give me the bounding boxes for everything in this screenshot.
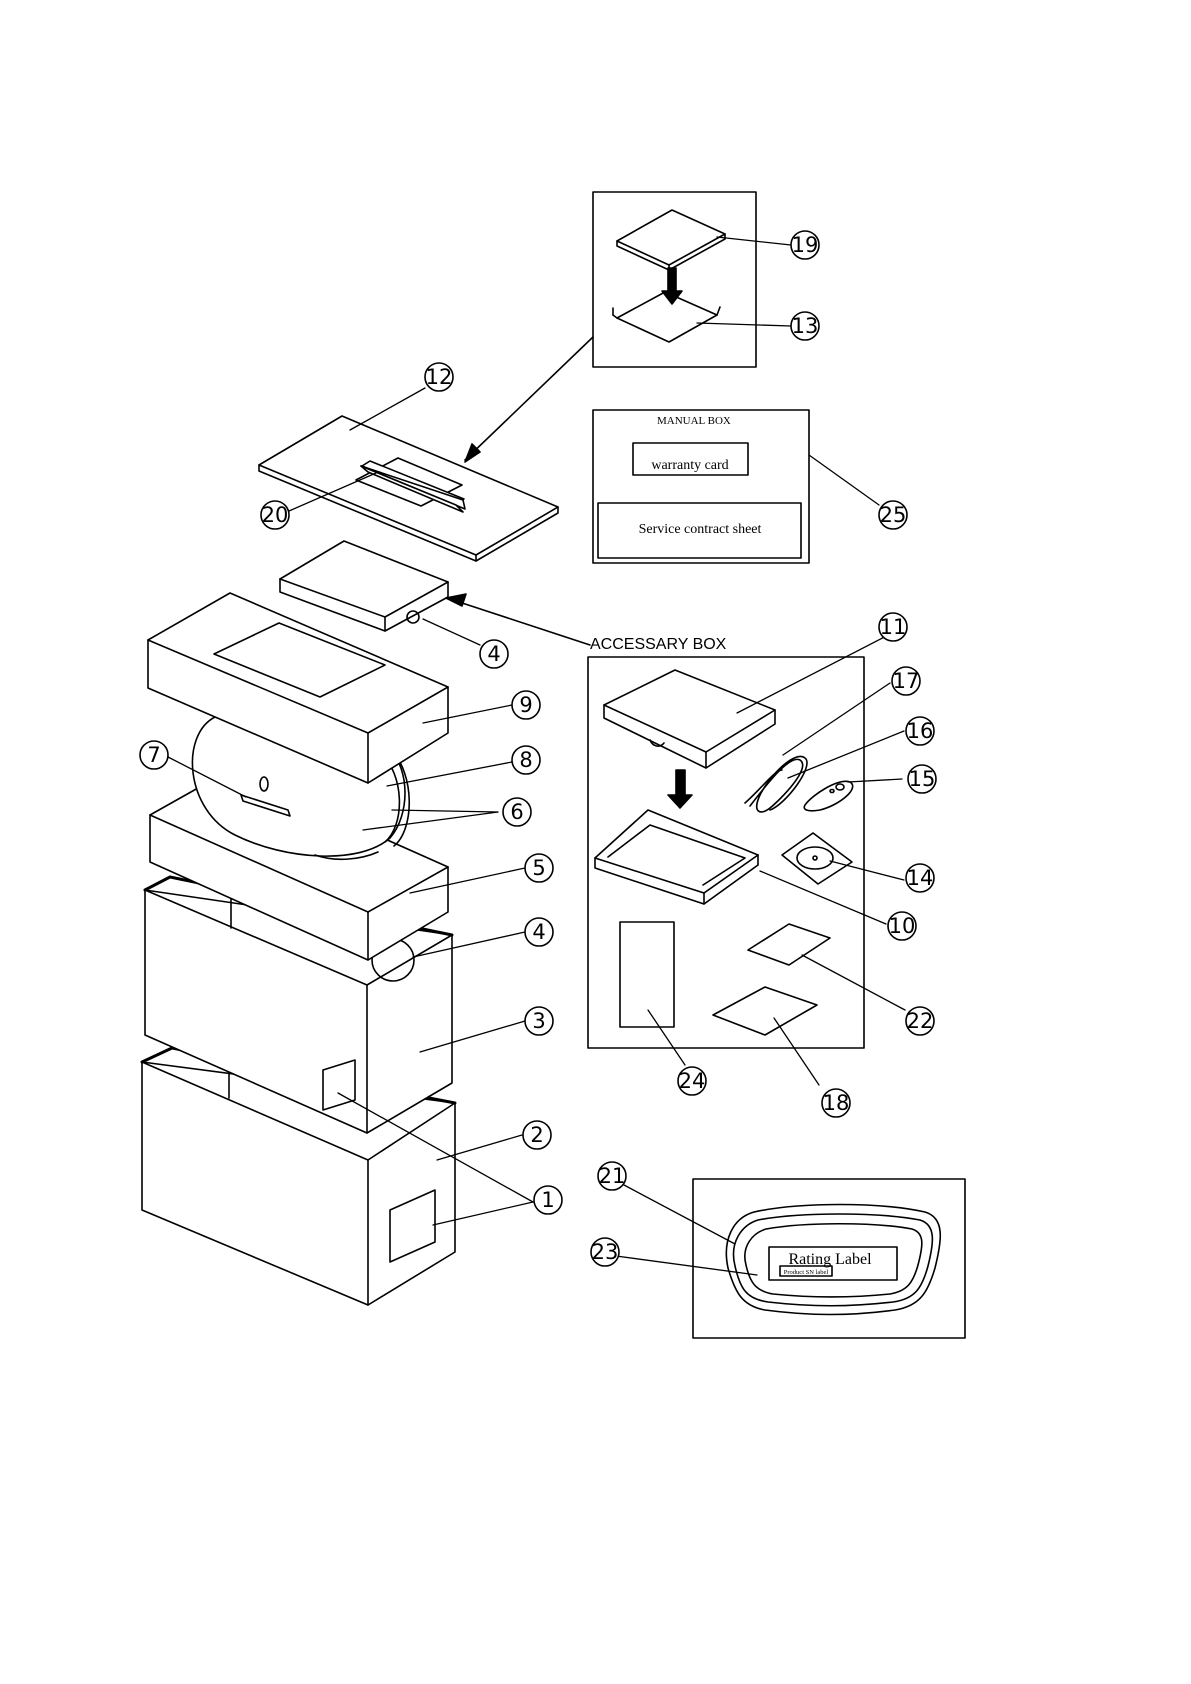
callout-3: 3: [525, 1007, 553, 1035]
callout-16: 16: [906, 717, 934, 745]
callout-8: 8: [512, 746, 540, 774]
accessory-box-on-stack: [280, 541, 448, 631]
svg-text:15: 15: [909, 767, 936, 791]
svg-text:6: 6: [510, 800, 523, 824]
product-sn-label-text: Product SN label: [784, 1269, 829, 1276]
accessary-box-panel: ACCESSARY BOX: [588, 636, 864, 1048]
callout-18: 18: [822, 1089, 850, 1117]
svg-text:4: 4: [487, 642, 500, 666]
svg-text:4: 4: [532, 920, 545, 944]
callout-22: 22: [906, 1007, 934, 1035]
svg-text:22: 22: [907, 1009, 934, 1033]
manual-box-label: MANUAL BOX: [657, 415, 731, 427]
svg-text:21: 21: [599, 1164, 626, 1188]
accessary-box-label: ACCESSARY BOX: [590, 636, 727, 653]
svg-text:18: 18: [823, 1091, 850, 1115]
svg-text:12: 12: [426, 365, 453, 389]
callout-24: 24: [678, 1067, 706, 1095]
callout-10: 10: [888, 912, 916, 940]
callout-19: 19: [791, 231, 819, 259]
callout-4-top: 4: [480, 640, 508, 668]
svg-text:24: 24: [679, 1069, 706, 1093]
callout-25: 25: [879, 501, 907, 529]
svg-text:7: 7: [147, 743, 160, 767]
svg-text:1: 1: [541, 1188, 554, 1212]
callout-21: 21: [598, 1162, 626, 1190]
svg-text:8: 8: [519, 748, 532, 772]
svg-text:10: 10: [889, 914, 916, 938]
svg-text:25: 25: [880, 503, 907, 527]
callout-11: 11: [879, 613, 907, 641]
callout-6: 6: [503, 798, 531, 826]
callout-1: 1: [534, 1186, 562, 1214]
callout-7: 7: [140, 741, 168, 769]
callout-15: 15: [908, 765, 936, 793]
svg-text:2: 2: [530, 1123, 543, 1147]
svg-text:19: 19: [792, 233, 819, 257]
svg-text:11: 11: [880, 615, 907, 639]
svg-text:9: 9: [519, 693, 532, 717]
manual-box-panel: MANUAL BOX warranty card Service contrac…: [593, 410, 809, 563]
carton-lid: [259, 416, 558, 561]
service-contract-label: Service contract sheet: [639, 522, 762, 537]
svg-text:3: 3: [532, 1009, 545, 1033]
callout-17: 17: [892, 667, 920, 695]
svg-text:20: 20: [262, 503, 289, 527]
callout-12: 12: [425, 363, 453, 391]
callout-20: 20: [261, 501, 289, 529]
svg-text:14: 14: [907, 866, 934, 890]
callout-2: 2: [523, 1121, 551, 1149]
warranty-card-label: warranty card: [651, 458, 728, 473]
callout-9: 9: [512, 691, 540, 719]
svg-text:23: 23: [592, 1240, 619, 1264]
callout-5: 5: [525, 854, 553, 882]
callout-4-mid: 4: [525, 918, 553, 946]
rating-label-panel: Rating Label Product SN label: [693, 1179, 965, 1338]
svg-text:17: 17: [893, 669, 920, 693]
callout-14: 14: [906, 864, 934, 892]
callout-23: 23: [591, 1238, 619, 1266]
callout-13: 13: [791, 312, 819, 340]
manual-holder-detail: [593, 192, 756, 367]
svg-text:13: 13: [792, 314, 819, 338]
svg-text:16: 16: [907, 719, 934, 743]
svg-text:5: 5: [532, 856, 545, 880]
